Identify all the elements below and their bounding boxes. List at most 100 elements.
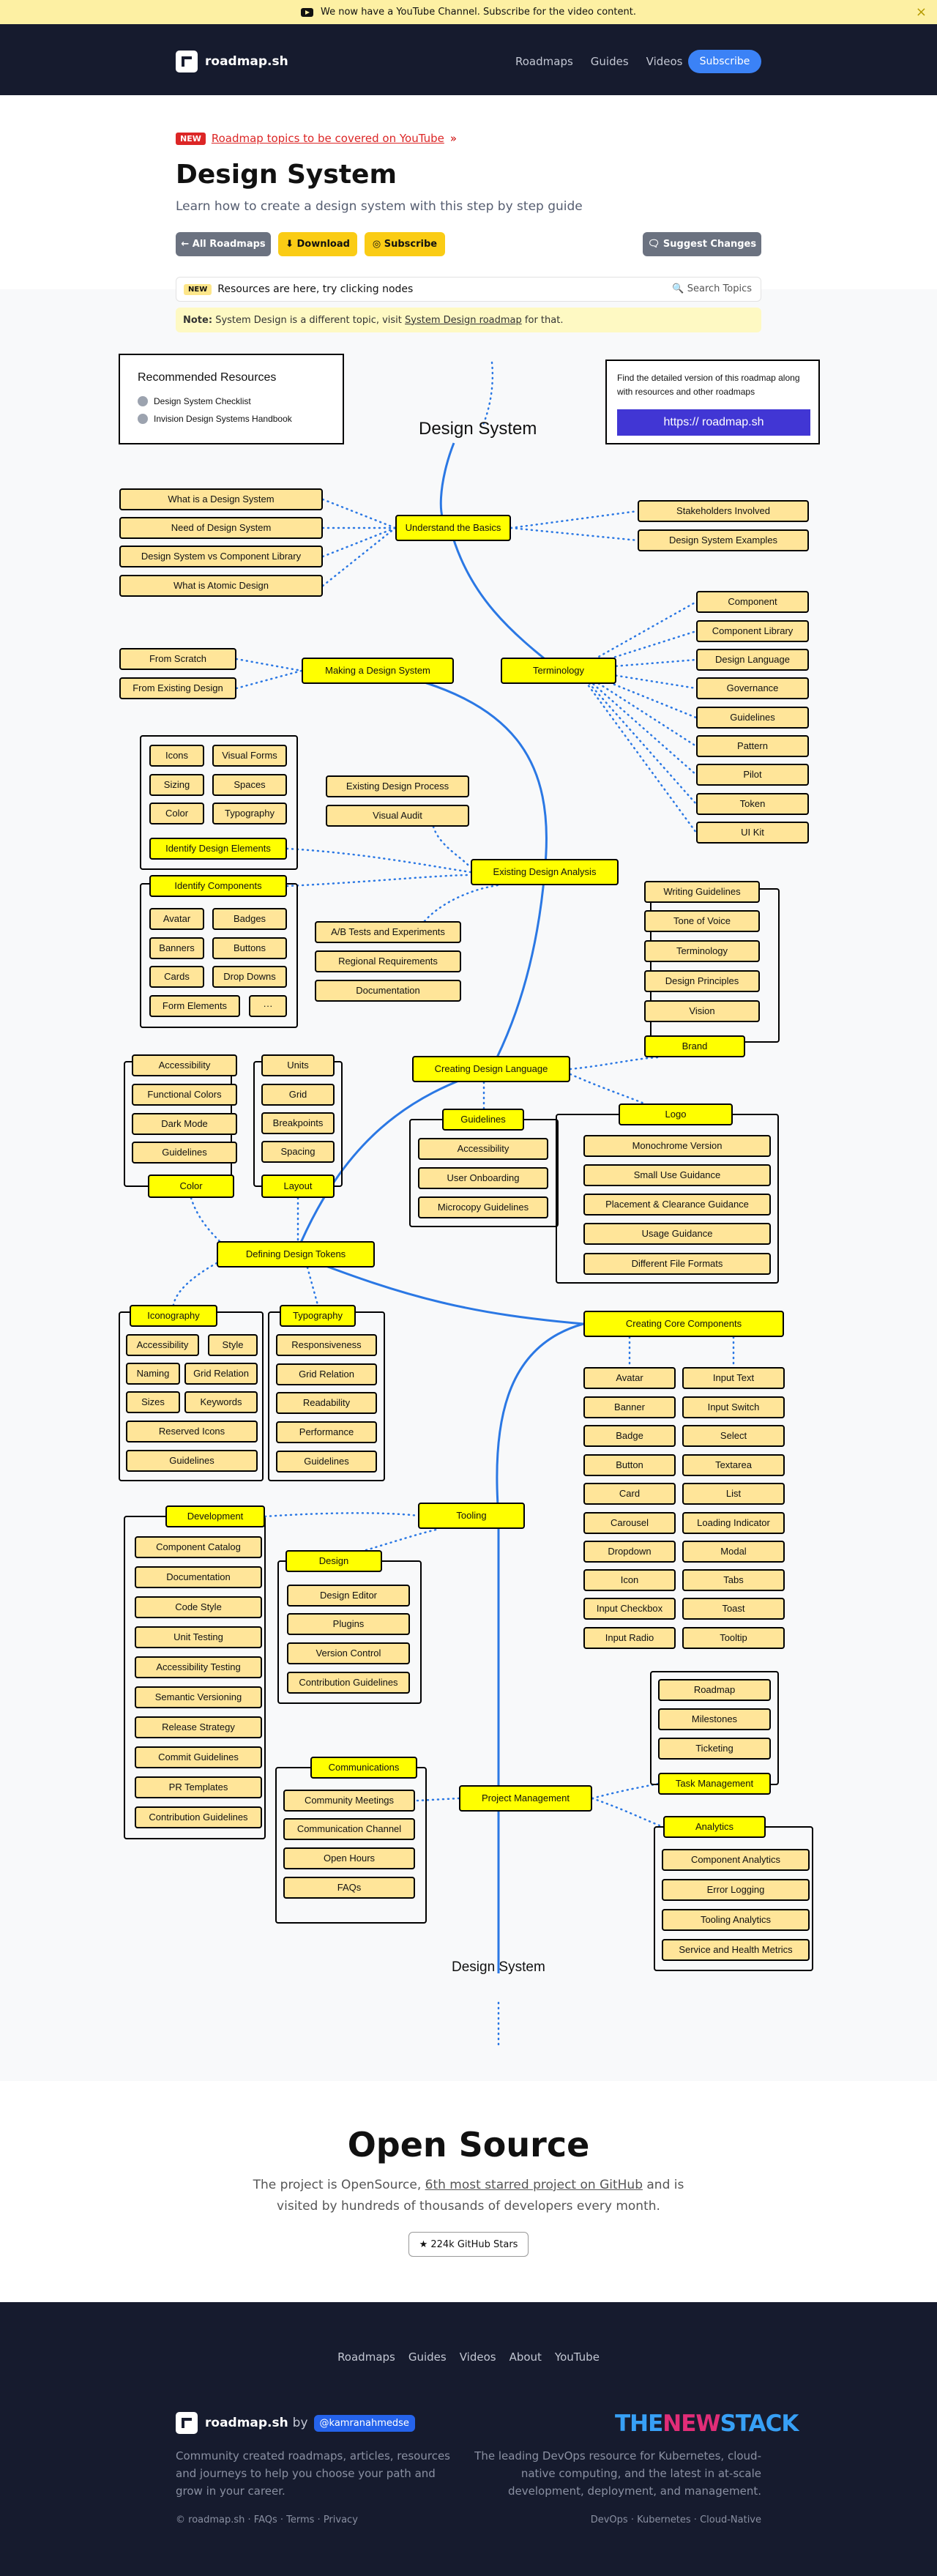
roadmap-node[interactable]: Pattern	[696, 735, 809, 757]
footer-link-roadmaps[interactable]: Roadmaps	[337, 2350, 395, 2364]
author-handle[interactable]: @kamranahmedse	[313, 2414, 415, 2432]
roadmap-node[interactable]: Guidelines	[126, 1450, 258, 1472]
roadmap-node[interactable]: Cards	[149, 966, 204, 988]
roadmap-node[interactable]: Identify Components	[149, 875, 287, 897]
roadmap-node[interactable]: Task Management	[658, 1773, 771, 1795]
roadmap-node[interactable]: Input Switch	[682, 1396, 785, 1418]
roadmap-node[interactable]: Design Editor	[287, 1585, 410, 1607]
github-stars-button[interactable]: ★ 224k GitHub Stars	[408, 2232, 529, 2257]
roadmap-node[interactable]: Iconography	[130, 1305, 217, 1327]
roadmap-node[interactable]: Communication Channel	[283, 1818, 415, 1840]
nav-link-videos[interactable]: Videos	[646, 55, 683, 68]
announcement-banner[interactable]: We now have a YouTube Channel. Subscribe…	[0, 0, 937, 24]
roadmap-node[interactable]: Semantic Versioning	[135, 1686, 262, 1708]
roadmap-node[interactable]: Component	[696, 591, 809, 613]
roadmap-node[interactable]: Version Control	[287, 1642, 410, 1664]
roadmap-node[interactable]: Guidelines	[696, 707, 809, 729]
footer-link-videos[interactable]: Videos	[459, 2350, 496, 2364]
roadmap-node[interactable]: Avatar	[149, 908, 204, 930]
roadmap-node[interactable]: Input Checkbox	[583, 1598, 676, 1620]
resource-item[interactable]: Invision Design Systems Handbook	[138, 414, 292, 424]
roadmap-node[interactable]: Need of Design System	[119, 517, 323, 539]
roadmap-node[interactable]: Dropdown	[583, 1541, 676, 1563]
roadmap-node[interactable]: Component Library	[696, 620, 809, 642]
roadmap-node[interactable]: Button	[583, 1454, 676, 1476]
roadmap-node[interactable]: Error Logging	[662, 1879, 810, 1901]
roadmap-node[interactable]: Tone of Voice	[644, 910, 760, 932]
roadmap-node[interactable]: Avatar	[583, 1367, 676, 1389]
roadmap-node[interactable]: Commit Guidelines	[135, 1746, 262, 1768]
system-design-link[interactable]: System Design roadmap	[405, 314, 522, 326]
tns-links[interactable]: DevOps · Kubernetes · Cloud-Native	[590, 2514, 761, 2525]
roadmap-node[interactable]: Icons	[149, 745, 204, 767]
roadmap-node[interactable]: Badge	[583, 1425, 676, 1447]
roadmap-node[interactable]: Placement & Clearance Guidance	[583, 1194, 771, 1216]
roadmap-node[interactable]: Different File Formats	[583, 1253, 771, 1275]
thenewstack-logo[interactable]: THENEWSTACK	[615, 2411, 799, 2437]
roadmap-node[interactable]: Visual Forms	[212, 745, 287, 767]
roadmap-node[interactable]: Existing Design Analysis	[471, 859, 619, 885]
roadmap-node[interactable]: ···	[249, 995, 287, 1017]
footer-copyright[interactable]: © roadmap.sh · FAQs · Terms · Privacy	[176, 2514, 358, 2525]
roadmap-node[interactable]: Spacing	[261, 1141, 335, 1163]
roadmap-node[interactable]: Brand	[644, 1035, 745, 1057]
roadmap-node[interactable]: Layout	[261, 1175, 335, 1198]
roadmap-node[interactable]: Design Language	[696, 649, 809, 671]
roadmap-node[interactable]: UI Kit	[696, 822, 809, 844]
roadmap-node[interactable]: Communications	[310, 1757, 417, 1779]
roadmap-node[interactable]: Responsiveness	[276, 1334, 377, 1356]
roadmap-node[interactable]: Functional Colors	[132, 1084, 237, 1106]
roadmap-node[interactable]: Drop Downs	[212, 966, 287, 988]
roadmap-node[interactable]: Making a Design System	[302, 658, 454, 684]
roadmap-node[interactable]: Small Use Guidance	[583, 1164, 771, 1186]
roadmap-node[interactable]: From Scratch	[119, 648, 236, 670]
roadmap-node[interactable]: Badges	[212, 908, 287, 930]
roadmap-node[interactable]: Banners	[149, 937, 204, 959]
roadmap-node[interactable]: Buttons	[212, 937, 287, 959]
footer-link-guides[interactable]: Guides	[408, 2350, 447, 2364]
roadmap-node[interactable]: Terminology	[644, 940, 760, 962]
roadmap-node[interactable]: Input Text	[682, 1367, 785, 1389]
roadmap-node[interactable]: Typography	[212, 803, 287, 824]
roadmap-node[interactable]: Ticketing	[658, 1738, 771, 1760]
roadmap-node[interactable]: Icon	[583, 1569, 676, 1591]
announcement-link[interactable]: NEW Roadmap topics to be covered on YouT…	[176, 132, 457, 145]
roadmap-node[interactable]: Units	[261, 1054, 335, 1076]
footer-link-about[interactable]: About	[509, 2350, 542, 2364]
roadmap-node[interactable]: Tabs	[682, 1569, 785, 1591]
roadmap-sh-button[interactable]: https:// roadmap.sh	[617, 409, 810, 436]
roadmap-node[interactable]: Documentation	[315, 980, 461, 1002]
roadmap-node[interactable]: Modal	[682, 1541, 785, 1563]
roadmap-node[interactable]: Card	[583, 1483, 676, 1505]
roadmap-node[interactable]: Toast	[682, 1598, 785, 1620]
roadmap-node[interactable]: Tooltip	[682, 1627, 785, 1649]
download-button[interactable]: ⬇ Download	[278, 232, 357, 256]
roadmap-node[interactable]: Guidelines	[132, 1142, 237, 1164]
roadmap-node[interactable]: Naming	[126, 1363, 180, 1385]
roadmap-node[interactable]: Carousel	[583, 1512, 676, 1534]
all-roadmaps-button[interactable]: ← All Roadmaps	[176, 232, 271, 256]
roadmap-node[interactable]: Input Radio	[583, 1627, 676, 1649]
youtube-topics-link[interactable]: Roadmap topics to be covered on YouTube	[211, 132, 444, 145]
brand-logo[interactable]: roadmap.sh	[176, 51, 288, 72]
roadmap-node[interactable]: Release Strategy	[135, 1716, 262, 1738]
roadmap-node[interactable]: Component Catalog	[135, 1536, 262, 1558]
roadmap-node[interactable]: Stakeholders Involved	[638, 500, 809, 522]
roadmap-node[interactable]: Visual Audit	[326, 805, 469, 827]
roadmap-node[interactable]: Design System Examples	[638, 529, 809, 551]
roadmap-node[interactable]: Understand the Basics	[395, 515, 511, 541]
roadmap-node[interactable]: Accessibility Testing	[135, 1656, 262, 1678]
roadmap-node[interactable]: Accessibility	[418, 1138, 548, 1160]
roadmap-node[interactable]: Guidelines	[276, 1451, 377, 1473]
roadmap-node[interactable]: Creating Core Components	[583, 1311, 784, 1337]
roadmap-node[interactable]: Banner	[583, 1396, 676, 1418]
roadmap-node[interactable]: From Existing Design	[119, 677, 236, 699]
close-icon[interactable]: ×	[915, 4, 927, 20]
roadmap-node[interactable]: Pilot	[696, 764, 809, 786]
roadmap-node[interactable]: Design Principles	[644, 970, 760, 992]
roadmap-node[interactable]: Service and Health Metrics	[662, 1939, 810, 1961]
roadmap-node[interactable]: Open Hours	[283, 1847, 415, 1869]
roadmap-node[interactable]: Color	[148, 1175, 234, 1198]
suggest-changes-button[interactable]: 🗨 Suggest Changes	[643, 232, 761, 256]
roadmap-node[interactable]: Color	[149, 803, 204, 824]
